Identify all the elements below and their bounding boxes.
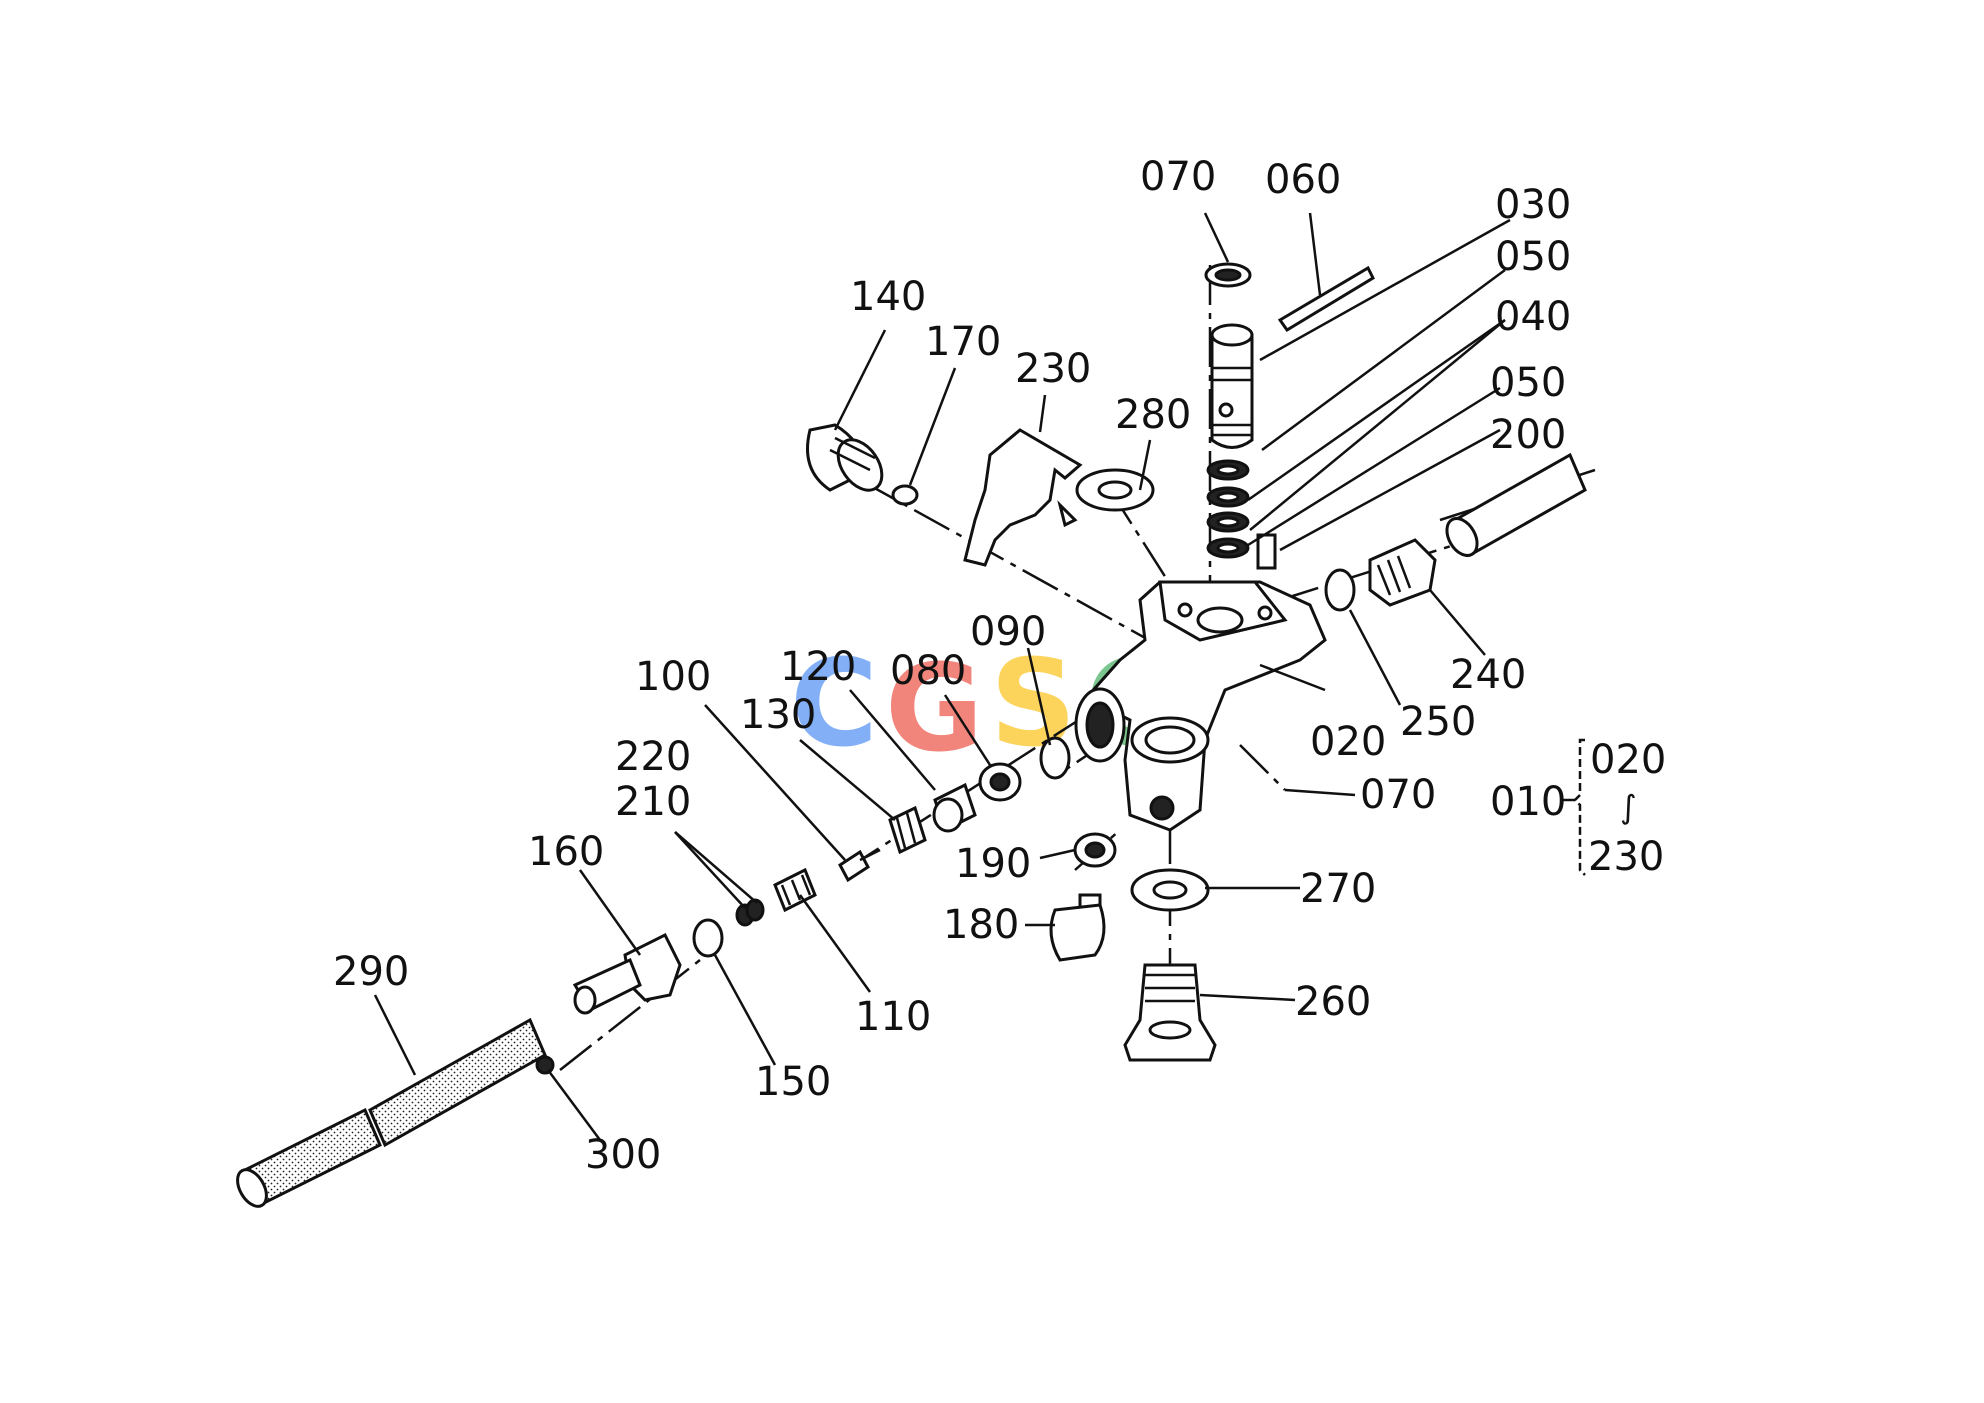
label-160: 160 (528, 829, 604, 875)
pump-body-part (1074, 580, 1327, 832)
label-050-upper: 050 (1495, 234, 1571, 280)
label-090: 090 (970, 609, 1046, 655)
label-140: 140 (850, 274, 926, 320)
assembly-key: 010 020 ∫ 230 (1490, 737, 1666, 880)
label-150: 150 (755, 1059, 831, 1105)
label-200: 200 (1490, 412, 1566, 458)
label-040: 040 (1495, 294, 1571, 340)
leader-lines (373, 212, 1511, 1141)
label-270: 270 (1300, 866, 1376, 912)
label-230: 230 (1015, 346, 1091, 392)
watermark-letter-g: G (885, 640, 984, 779)
assembly-key-from: 020 (1590, 737, 1666, 783)
assembly-key-tilde: ∫ (1620, 788, 1637, 826)
valve-train-parts (572, 736, 1071, 1015)
assembly-key-parent: 010 (1490, 779, 1566, 825)
label-280: 280 (1115, 392, 1191, 438)
label-110: 110 (855, 994, 931, 1040)
label-210: 210 (615, 779, 691, 825)
top-stack-parts (1204, 262, 1375, 570)
assembly-key-to: 230 (1588, 834, 1664, 880)
label-260: 260 (1295, 979, 1371, 1025)
bottom-parts (1049, 832, 1217, 1062)
label-120: 120 (780, 644, 856, 690)
label-130: 130 (740, 692, 816, 738)
label-180: 180 (943, 902, 1019, 948)
assembly-key-bracket (1560, 738, 1586, 876)
label-060: 060 (1265, 157, 1341, 203)
label-220: 220 (615, 734, 691, 780)
label-300: 300 (585, 1132, 661, 1178)
label-020: 020 (1310, 719, 1386, 765)
label-030: 030 (1495, 182, 1571, 228)
upper-left-parts (806, 423, 1155, 567)
label-240: 240 (1450, 652, 1526, 698)
label-290: 290 (333, 949, 409, 995)
label-070-right: 070 (1360, 772, 1436, 818)
right-parts (1324, 452, 1587, 612)
label-050-lower: 050 (1490, 360, 1566, 406)
label-100: 100 (635, 654, 711, 700)
label-250: 250 (1400, 699, 1476, 745)
filter-parts (236, 1017, 555, 1208)
label-190: 190 (955, 841, 1031, 887)
part-number-labels: 070 060 030 050 040 050 200 140 170 230 … (333, 154, 1571, 1178)
label-070-top: 070 (1140, 154, 1216, 200)
label-170: 170 (925, 319, 1001, 365)
label-080: 080 (890, 648, 966, 694)
